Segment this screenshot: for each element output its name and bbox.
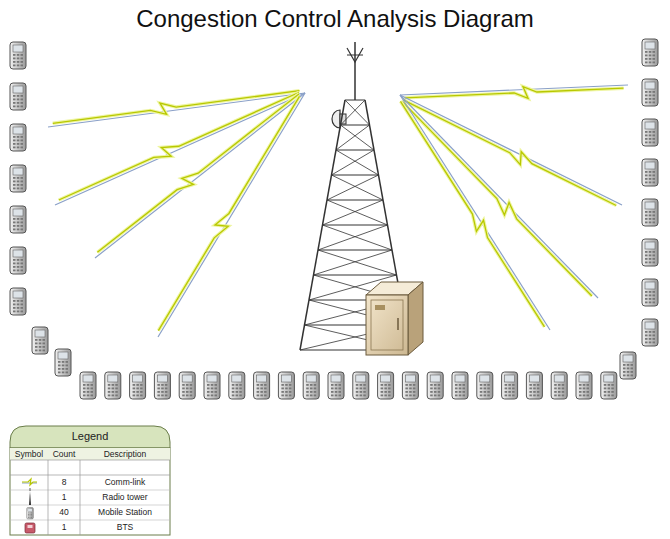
mobile-station-icon <box>477 372 493 399</box>
mobile-station-icon <box>32 327 48 354</box>
table-cell: Symbol <box>15 450 43 459</box>
legend-table <box>10 426 170 535</box>
mobile-station-icon <box>601 372 617 399</box>
mobile-station-icon <box>642 39 658 66</box>
mobile-station-icon <box>80 372 96 399</box>
bts-symbol <box>25 523 35 533</box>
mobile-station-icon <box>642 159 658 186</box>
mobile-station-icon <box>378 372 394 399</box>
mobile-station-icon <box>402 372 418 399</box>
mobile-stations <box>10 39 658 399</box>
mobile-station-icon <box>10 165 26 192</box>
table-cell: 1 <box>62 493 67 502</box>
mobile-station-icon <box>278 372 294 399</box>
mobile-station-icon <box>620 352 636 379</box>
tower-symbol <box>29 488 31 505</box>
table-cell: Count <box>53 450 76 459</box>
mobile-station-icon <box>642 319 658 346</box>
bts-cabinet <box>366 282 423 355</box>
mobile-station-icon <box>10 124 26 151</box>
table-cell: 40 <box>59 508 68 517</box>
mobile-station-icon <box>229 372 245 399</box>
table-cell: 8 <box>62 478 67 487</box>
mobile-station-icon <box>526 372 542 399</box>
comm-links <box>48 85 628 337</box>
mobile-station-icon <box>10 288 26 315</box>
legend-text: Radio tower <box>102 493 147 502</box>
mobile-station-icon <box>576 372 592 399</box>
mobile-station-icon <box>551 372 567 399</box>
mobile-station-icon <box>55 349 71 376</box>
legend-text: Mobile Station <box>98 508 152 517</box>
phone-symbol <box>27 508 34 519</box>
mobile-station-icon <box>642 79 658 106</box>
legend-heading: Legend <box>72 430 109 442</box>
mobile-station-icon <box>204 372 220 399</box>
legend-text: Comm-link <box>105 478 146 487</box>
mobile-station-icon <box>10 42 26 69</box>
mobile-station-icon <box>154 372 170 399</box>
mobile-station-icon <box>328 372 344 399</box>
mobile-station-icon <box>130 372 146 399</box>
mobile-station-icon <box>452 372 468 399</box>
diagram-title: Congestion Control Analysis Diagram <box>136 6 534 32</box>
comm-link-symbol <box>22 479 37 485</box>
mobile-station-icon <box>179 372 195 399</box>
mobile-station-icon <box>105 372 121 399</box>
mobile-station-icon <box>10 83 26 110</box>
mobile-station-icon <box>642 199 658 226</box>
mobile-station-icon <box>642 119 658 146</box>
mobile-station-icon <box>254 372 270 399</box>
mobile-station-icon <box>642 239 658 266</box>
mobile-station-icon <box>502 372 518 399</box>
mobile-station-icon <box>10 206 26 233</box>
mobile-station-icon <box>303 372 319 399</box>
mobile-station-icon <box>10 247 26 274</box>
legend-text: BTS <box>117 523 134 532</box>
mobile-station-icon <box>353 372 369 399</box>
table-cell: 1 <box>62 523 67 532</box>
mobile-station-icon <box>427 372 443 399</box>
table-cell: Description <box>104 450 147 459</box>
mobile-station-icon <box>642 279 658 306</box>
